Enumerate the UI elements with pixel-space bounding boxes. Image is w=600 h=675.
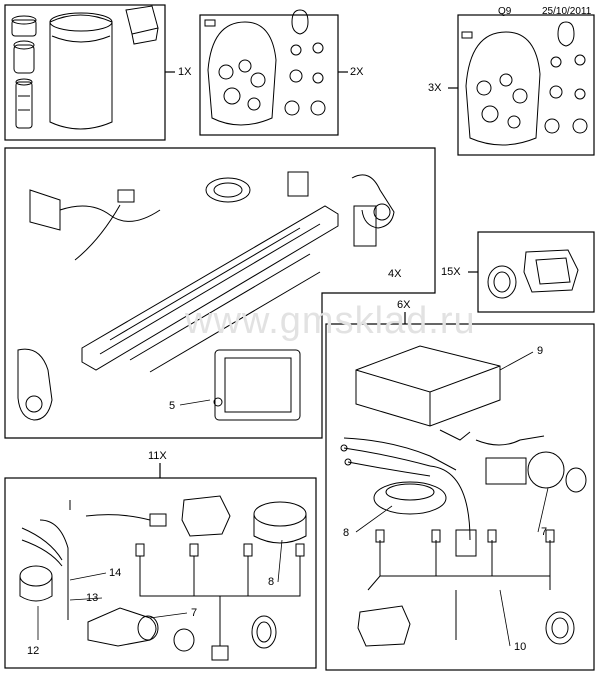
- panel-3x: [457, 14, 595, 156]
- sensor-holder-drawing: [487, 249, 579, 299]
- diagram-code: Q9: [498, 6, 512, 17]
- callout-part-14: 14: [109, 567, 122, 579]
- callout-qty-6x: 6X: [397, 299, 411, 311]
- callout-part-12: 12: [27, 645, 40, 657]
- callout-qty-15x: 15X: [441, 266, 461, 278]
- callout-part-8-right: 8: [343, 527, 350, 539]
- callout-part-9: 9: [537, 345, 544, 357]
- lighter-parts-drawing: [11, 5, 159, 130]
- bulb-kit-drawing-3x: [461, 21, 588, 146]
- diagram-date: 25/10/2011: [542, 6, 592, 17]
- callout-qty-4x: 4X: [388, 268, 402, 280]
- callout-qty-3x: 3X: [428, 82, 442, 94]
- parking-kit-6x-drawing: [340, 345, 587, 647]
- plate-holder-drawing: [17, 171, 395, 421]
- callout-part-13: 13: [86, 592, 99, 604]
- callout-qty-11x: 11X: [148, 450, 167, 462]
- panel-2x: [199, 14, 339, 136]
- panel-4x: [4, 147, 436, 439]
- watermark: www.gmsklad.ru: [185, 300, 476, 342]
- callout-part-8-left: 8: [268, 576, 275, 588]
- panel-15x: [477, 231, 595, 313]
- callout-qty-2x: 2X: [350, 66, 364, 78]
- harness-11x-drawing: [19, 495, 307, 661]
- panel-6x: [325, 323, 595, 671]
- callout-part-7-right: 7: [541, 526, 548, 538]
- callout-qty-1x: 1X: [178, 66, 192, 78]
- callout-part-5: 5: [169, 400, 176, 412]
- callout-part-10: 10: [514, 641, 527, 653]
- bulb-kit-drawing-2x: [204, 9, 326, 126]
- callout-part-7-left: 7: [191, 607, 198, 619]
